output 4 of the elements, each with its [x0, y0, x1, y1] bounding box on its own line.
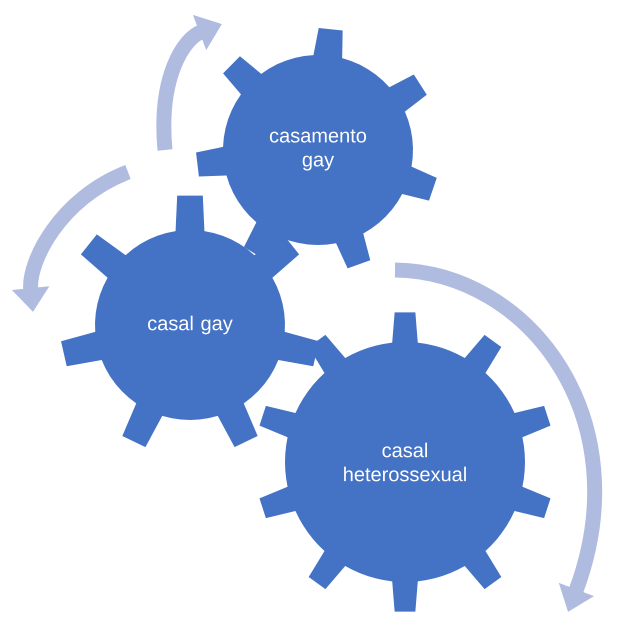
gear: casal heterossexual	[259, 312, 550, 612]
gear: casamento gay	[196, 28, 437, 268]
gear: casal gay	[61, 196, 319, 448]
node-label: casal gay	[148, 316, 233, 334]
